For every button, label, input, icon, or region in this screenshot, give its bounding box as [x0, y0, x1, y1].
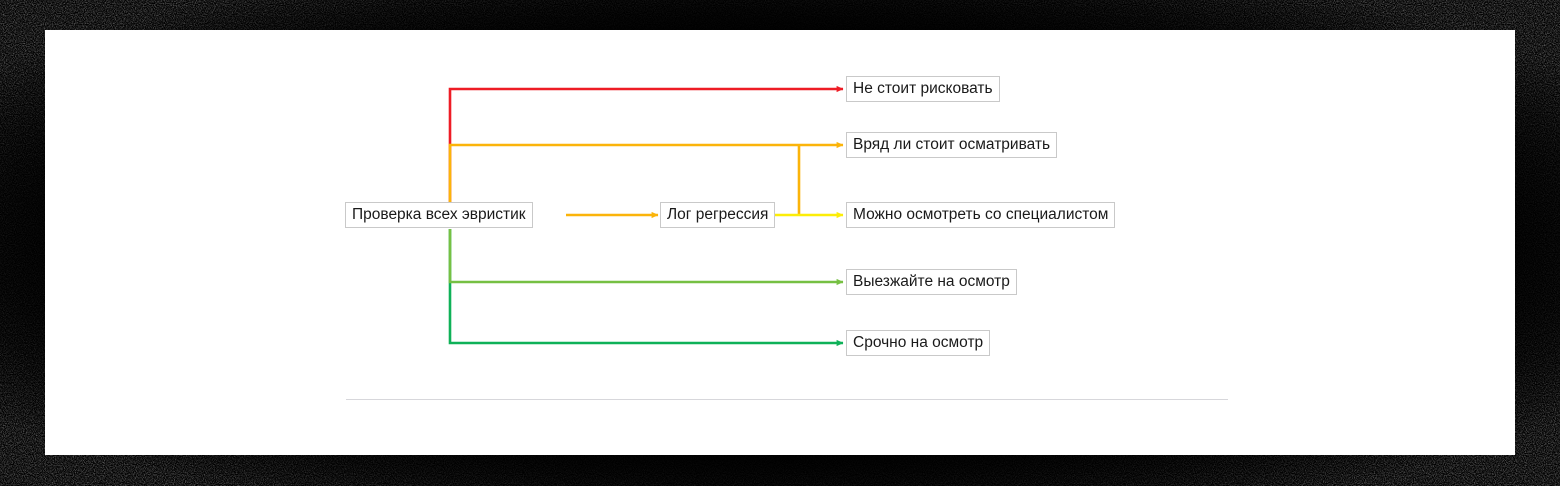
edge-layer: [448, 85, 844, 347]
node-outcome-3[interactable]: Можно осмотреть со специалистом: [846, 202, 1116, 228]
page-sheet: Проверка всех эвристик Лог регрессия Не …: [45, 30, 1515, 455]
node-outcome-3-label: Можно осмотреть со специалистом: [853, 206, 1109, 224]
node-outcome-1-label: Не стоит рисковать: [853, 80, 993, 98]
node-outcome-5[interactable]: Срочно на осмотр: [846, 330, 991, 356]
edge-root-to-outcome-4: [448, 229, 844, 286]
node-root[interactable]: Проверка всех эвристик: [345, 202, 533, 228]
edge-root-to-outcome-5: [448, 229, 844, 347]
edge-root-to-outcome-2: [448, 141, 844, 215]
node-log-regression-label: Лог регрессия: [667, 206, 769, 224]
footer-divider: [346, 399, 1228, 400]
node-log-regression[interactable]: Лог регрессия: [660, 202, 776, 228]
edge-root-to-outcome-1: [448, 85, 844, 215]
node-outcome-2-label: Вряд ли стоит осматривать: [853, 136, 1051, 154]
decision-flow-diagram: Проверка всех эвристик Лог регрессия Не …: [45, 30, 1515, 455]
node-root-label: Проверка всех эвристик: [352, 206, 526, 224]
node-outcome-5-label: Срочно на осмотр: [853, 334, 984, 352]
node-outcome-4[interactable]: Выезжайте на осмотр: [846, 269, 1017, 295]
node-outcome-2[interactable]: Вряд ли стоит осматривать: [846, 132, 1058, 158]
node-outcome-4-label: Выезжайте на осмотр: [853, 273, 1010, 291]
node-outcome-1[interactable]: Не стоит рисковать: [846, 76, 1000, 102]
